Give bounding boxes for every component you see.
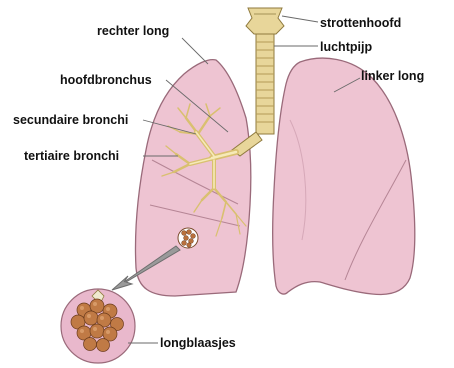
label-main-bronchus: hoofdbronchus: [60, 73, 152, 87]
alveoli-cluster-small: [178, 228, 198, 248]
label-alveoli: longblaasjes: [160, 336, 236, 350]
left-lung: [273, 58, 415, 294]
label-left-lung: linker long: [361, 69, 424, 83]
label-larynx: strottenhoofd: [320, 16, 401, 30]
label-trachea: luchtpijp: [320, 40, 372, 54]
label-right-lung: rechter long: [97, 24, 169, 38]
right-lung: [135, 60, 250, 296]
label-tertiary-bronchi: tertiaire bronchi: [24, 149, 119, 163]
alveoli-zoom: [61, 289, 135, 363]
label-secondary-bronchi: secundaire bronchi: [13, 113, 128, 127]
larynx: [246, 8, 284, 34]
